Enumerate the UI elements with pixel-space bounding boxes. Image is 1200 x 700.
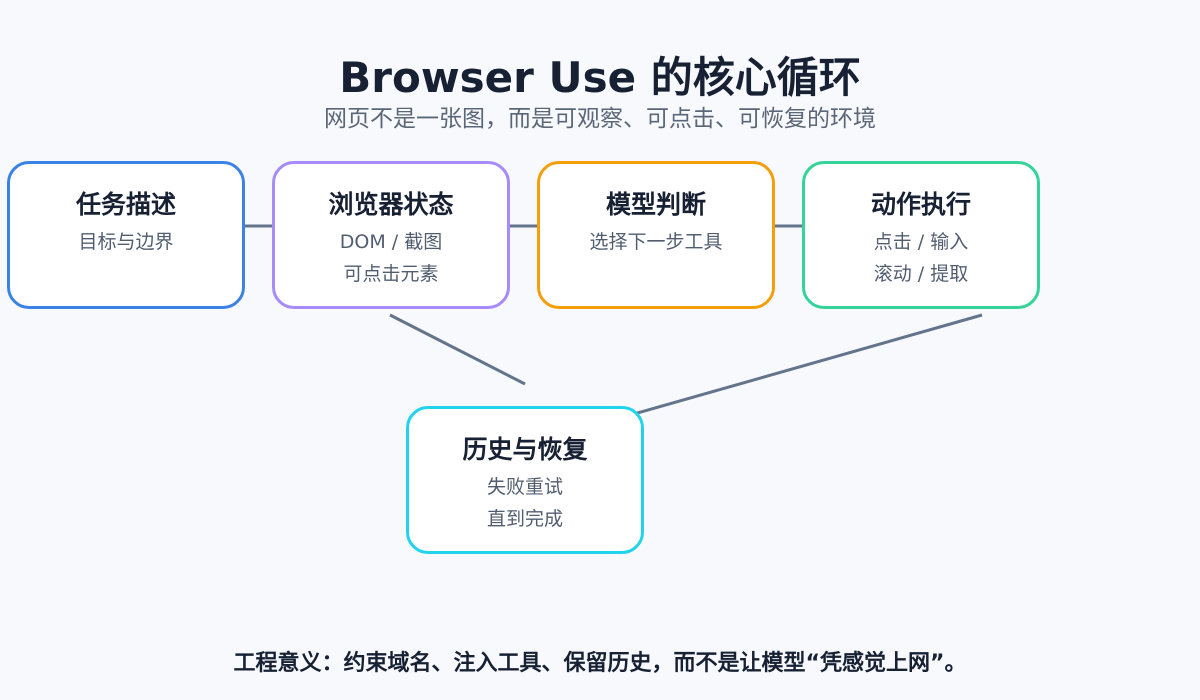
diagram-subtitle: 网页不是一张图，而是可观察、可点击、可恢复的环境	[324, 106, 876, 132]
node-history-recovery: 历史与恢复 失败重试 直到完成	[406, 406, 644, 554]
connector-state-to-history	[389, 313, 526, 386]
node-detail: 滚动 / 提取	[873, 263, 969, 285]
node-detail: 可点击元素	[343, 263, 439, 285]
node-task-description: 任务描述 目标与边界	[7, 161, 245, 309]
node-action-execution: 动作执行 点击 / 输入 滚动 / 提取	[802, 161, 1040, 309]
node-title: 任务描述	[75, 190, 176, 219]
node-detail: 直到完成	[486, 508, 563, 530]
node-detail: 选择下一步工具	[589, 231, 723, 253]
node-title: 历史与恢复	[462, 435, 588, 464]
node-detail: 失败重试	[486, 476, 563, 498]
node-detail: 目标与边界	[78, 231, 174, 253]
node-browser-state: 浏览器状态 DOM / 截图 可点击元素	[272, 161, 510, 309]
node-model-decision: 模型判断 选择下一步工具	[537, 161, 775, 309]
node-detail: 点击 / 输入	[873, 231, 969, 253]
diagram-title: Browser Use 的核心循环	[339, 53, 861, 102]
diagram-footer: 工程意义：约束域名、注入工具、保留历史，而不是让模型“凭感觉上网”。	[233, 651, 967, 676]
node-title: 浏览器状态	[328, 190, 454, 219]
node-detail: DOM / 截图	[339, 231, 443, 253]
connector-action-to-history	[619, 313, 983, 420]
node-title: 模型判断	[605, 190, 706, 219]
node-title: 动作执行	[870, 190, 971, 219]
